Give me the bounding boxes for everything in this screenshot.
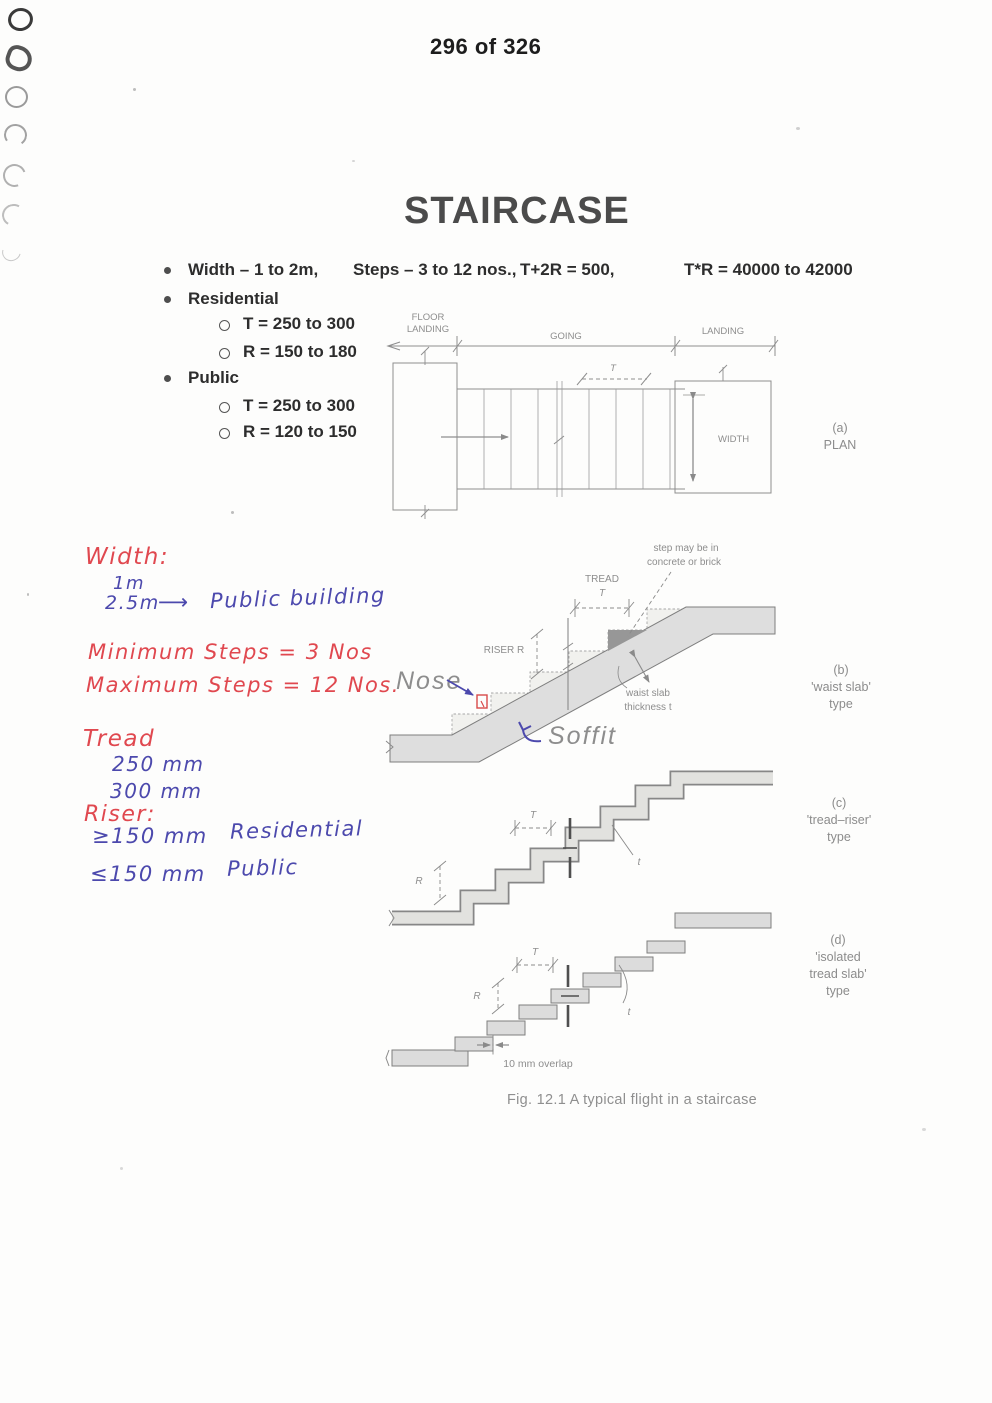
tread-riser-panel-label: (c) 'tread–riser' type [806, 796, 872, 844]
hw-riser-note1: Residential [229, 816, 364, 844]
scan-speck [231, 511, 234, 514]
hw-riser-note2: Public [226, 855, 299, 881]
waist-riser-label: RISER R [484, 645, 525, 656]
sub-bullet-icon [219, 320, 230, 331]
hw-max-steps: Maximum Steps = 12 Nos. [86, 673, 400, 697]
tread-slabs [391, 912, 772, 1067]
waist-slab-body [389, 606, 776, 763]
hw-soffit-label: Soffit [548, 722, 617, 750]
spec-residential-t: T = 250 to 300 [243, 314, 355, 333]
spec-residential: Residential [188, 289, 279, 308]
waist-note-line1: step may be in [653, 543, 718, 554]
hw-min-steps: Minimum Steps = 3 Nos [88, 640, 373, 664]
folded-plate-outline [392, 770, 773, 926]
hw-width-note: Public building [209, 582, 387, 614]
plan-panel-label: (a) PLAN [823, 421, 857, 452]
tread-riser-diagram: T R t [388, 770, 773, 927]
plan-t-label: T [610, 363, 617, 374]
page-number: 296 of 326 [430, 34, 542, 59]
spec-steps: Steps – 3 to 12 nos., [353, 260, 517, 279]
sub-bullet-icon [219, 402, 230, 413]
spec-residential-r: R = 150 to 180 [243, 342, 357, 361]
binding-hole [0, 201, 28, 229]
iso-r-label: R [473, 991, 480, 1002]
tr-thickness-label: t [638, 857, 642, 868]
hw-arrow-right-icon: ⟶ [158, 590, 190, 614]
spec-public-r: R = 120 to 150 [243, 422, 357, 441]
hw-riser-heading: Riser: [84, 802, 156, 827]
scan-speck [27, 593, 29, 596]
bullet-icon [164, 267, 171, 274]
folded-plate-fill [392, 772, 773, 924]
plan-width-label: WIDTH [718, 434, 749, 445]
binding-hole [0, 239, 25, 265]
scan-speck [922, 1128, 926, 1131]
plan-floor-label: FLOOR [412, 312, 445, 323]
spec-width: Width – 1 to 2m, [188, 260, 319, 279]
figure-caption: Fig. 12.1 A typical flight in a staircas… [506, 1092, 758, 1108]
waist-tread-label: TREAD [585, 574, 619, 585]
iso-thickness-label: t [628, 1007, 632, 1018]
hw-width-value2: 2.5m [105, 592, 160, 614]
isolated-panel-label: (d) 'isolated tread slab' type [809, 933, 867, 998]
section-cut-mark [563, 818, 577, 878]
binding-hole [2, 122, 29, 148]
iso-overlap-label: 10 mm overlap [503, 1058, 573, 1070]
dark-step [608, 630, 647, 651]
sub-bullet-icon [219, 348, 230, 359]
plan-diagram: FLOOR LANDING GOING LANDING T WIDTH [386, 312, 779, 519]
scan-speck [120, 1167, 123, 1170]
bullet-icon [164, 375, 171, 382]
sub-bullet-icon [219, 428, 230, 439]
waist-note-line2: concrete or brick [647, 557, 722, 568]
binding-hole [2, 42, 36, 75]
hw-width-value1: 1m [113, 573, 145, 594]
binding-hole [5, 5, 36, 34]
hw-tread-value1: 250 mm [112, 752, 205, 776]
iso-t-label: T [532, 947, 539, 958]
hw-tread-value2: 300 mm [110, 779, 203, 803]
hw-width-heading: Width: [85, 544, 170, 570]
hw-riser-value2: ≤150 mm [90, 862, 206, 886]
nose-highlight-mark [476, 694, 488, 709]
waist-note3-line2: thickness t [624, 702, 671, 713]
plan-landing-left-label: LANDING [407, 324, 449, 335]
tread-lines [483, 381, 671, 497]
plan-going-label: GOING [550, 331, 582, 342]
isolated-tread-diagram: T R t 10 mm overlap [385, 912, 772, 1070]
section-cut-mark [561, 965, 579, 1027]
bullet-icon [164, 296, 171, 303]
spec-public: Public [188, 368, 240, 387]
binding-hole [0, 160, 30, 191]
scan-speck [133, 88, 136, 91]
tr-t-label: T [530, 810, 537, 821]
binding-hole [5, 86, 28, 108]
plan-landing-right-label: LANDING [702, 326, 744, 337]
waist-note3-line1: waist slab [625, 688, 670, 699]
hw-nose-label: Nose [396, 667, 462, 695]
spec-public-t: T = 250 to 300 [243, 396, 355, 415]
hw-tread-heading: Tread [83, 726, 156, 752]
waist-slab-diagram: Nose Soffit step may be in concrete or b… [385, 543, 776, 763]
hw-riser-value1: ≥150 mm [92, 824, 208, 848]
spec-t-plus-2r: T+2R = 500, [520, 260, 615, 279]
scan-speck [796, 127, 800, 130]
tr-r-label: R [415, 876, 422, 887]
page-title: STAIRCASE [404, 190, 630, 232]
scan-speck [352, 160, 355, 162]
waist-t-label: T [599, 588, 606, 599]
waist-panel-label: (b) 'waist slab' type [811, 663, 871, 711]
spec-t-times-r: T*R = 40000 to 42000 [684, 260, 853, 279]
